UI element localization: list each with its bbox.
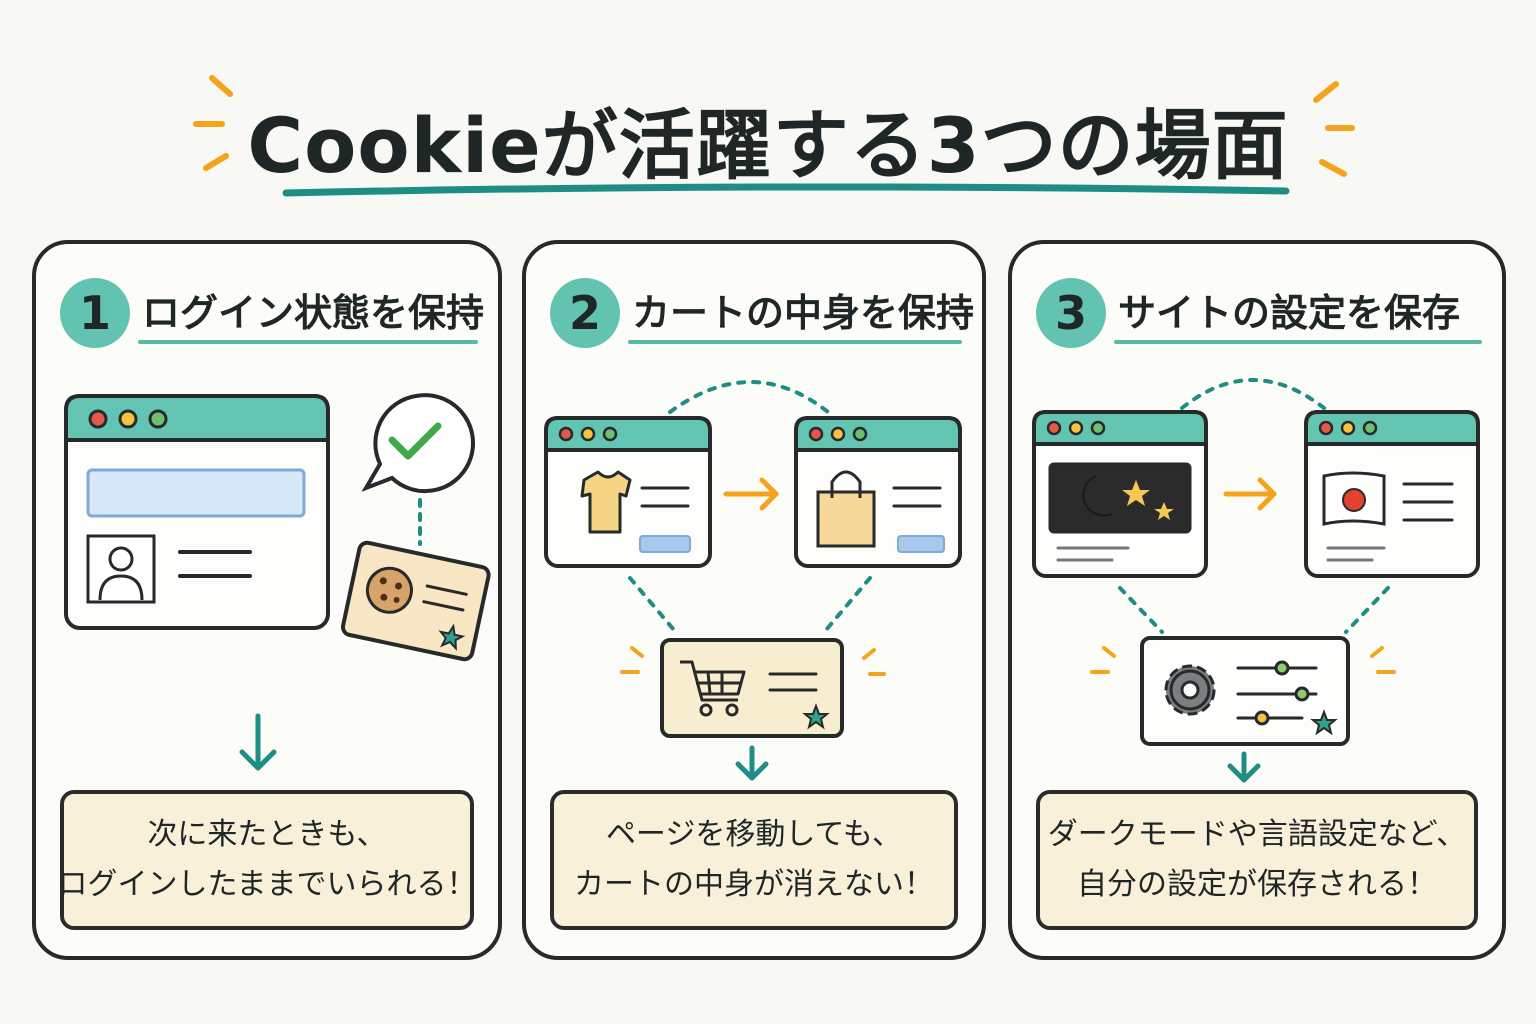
panel-login: 1 ログイン状態を保持 bbox=[32, 240, 502, 960]
step-number-badge: 2 bbox=[550, 278, 620, 348]
right-sparkle-icon bbox=[1313, 81, 1355, 177]
panel-illustration bbox=[544, 380, 962, 781]
caption-line: 次に来たときも、 bbox=[147, 817, 387, 852]
login-field-icon bbox=[86, 468, 306, 518]
step-number-badge: 3 bbox=[1036, 278, 1106, 348]
gear-icon bbox=[1164, 664, 1216, 716]
panel-title-underline bbox=[138, 340, 478, 344]
panel-header: 3 サイトの設定を保存 bbox=[1028, 268, 1482, 368]
panel-title: サイトの設定を保存 bbox=[1118, 291, 1461, 335]
right-arrow-icon bbox=[1223, 477, 1277, 511]
caption-box: 次に来たときも、 ログインしたままでいられる！ bbox=[57, 790, 477, 930]
cart-card bbox=[660, 638, 844, 738]
caption-line: ダークモードや言語設定など、 bbox=[1047, 817, 1467, 852]
shopping-bag-icon bbox=[816, 470, 876, 548]
star-icon bbox=[1310, 709, 1338, 736]
cookie-card-icon bbox=[340, 540, 491, 662]
browser-window-icon bbox=[544, 416, 712, 568]
panel-settings: 3 サイトの設定を保存 bbox=[1008, 240, 1506, 960]
panel-cart: 2 カートの中身を保持 bbox=[522, 240, 986, 960]
panel-header: 2 カートの中身を保持 bbox=[542, 268, 974, 368]
caption-box: ダークモードや言語設定など、 自分の設定が保存される！ bbox=[1036, 790, 1478, 930]
left-sparkle-icon bbox=[193, 75, 233, 171]
panel-title-underline bbox=[1114, 340, 1482, 344]
panel-illustration bbox=[1032, 378, 1480, 783]
title-decoration bbox=[193, 75, 1355, 197]
panel-title: カートの中身を保持 bbox=[632, 291, 975, 335]
panel-title: ログイン状態を保持 bbox=[142, 291, 485, 335]
user-avatar-icon bbox=[86, 534, 156, 604]
caption-line: 自分の設定が保存される！ bbox=[1077, 867, 1437, 902]
star-icon bbox=[438, 623, 466, 652]
title-underline bbox=[282, 183, 1290, 197]
caption-line: ページを移動しても、 bbox=[605, 817, 903, 852]
caption-box: ページを移動しても、 カートの中身が消えない！ bbox=[550, 790, 958, 930]
dark-mode-moon-icon bbox=[1048, 462, 1192, 534]
browser-window-icon bbox=[1032, 410, 1208, 578]
page-title: Cookieが活躍する3つの場面 bbox=[247, 101, 1289, 190]
settings-card bbox=[1140, 636, 1350, 746]
caption-line: ログインしたままでいられる！ bbox=[57, 867, 477, 902]
down-arrow-icon bbox=[1227, 751, 1261, 783]
star-icon bbox=[1122, 480, 1150, 506]
star-icon bbox=[1154, 502, 1174, 520]
browser-window-icon bbox=[64, 394, 330, 630]
caption-line: カートの中身が消えない！ bbox=[574, 867, 934, 902]
panel-title-underline bbox=[628, 340, 962, 344]
panel-header: 1 ログイン状態を保持 bbox=[52, 268, 484, 368]
right-arrow-icon bbox=[723, 477, 779, 511]
japan-flag-icon bbox=[1322, 471, 1386, 526]
browser-window-icon bbox=[794, 416, 962, 568]
shirt-icon bbox=[580, 470, 632, 534]
star-icon bbox=[802, 703, 830, 730]
step-number-badge: 1 bbox=[60, 278, 130, 348]
shopping-cart-icon bbox=[680, 660, 746, 717]
panel-illustration bbox=[64, 393, 491, 771]
down-arrow-icon bbox=[735, 745, 769, 781]
slider-settings-icon bbox=[1236, 660, 1318, 726]
browser-window-icon bbox=[1304, 410, 1480, 578]
checkmark-bubble-icon bbox=[361, 393, 475, 494]
down-arrow-icon bbox=[239, 713, 277, 771]
